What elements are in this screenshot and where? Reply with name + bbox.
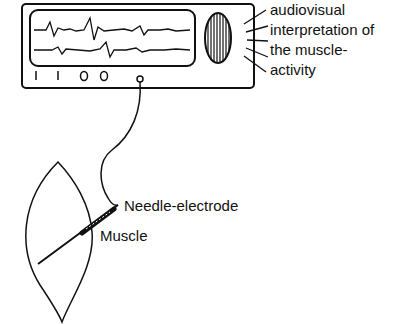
screen: [30, 10, 195, 66]
knob: [81, 72, 88, 81]
switch: [35, 71, 37, 80]
knob: [101, 72, 108, 81]
annotation-text: audiovisual interpretation of the muscle…: [270, 0, 382, 80]
needle-hub-detail: [86, 212, 110, 229]
socket: [137, 76, 143, 82]
muscle-outline: [26, 162, 92, 322]
wire: [101, 82, 140, 205]
signal-trace: [34, 42, 190, 57]
monitor-housing: [22, 4, 254, 88]
part-label: Muscle: [100, 226, 180, 246]
part-label: Needle-electrode: [124, 196, 264, 216]
switch: [57, 71, 59, 80]
signal-trace: [34, 18, 190, 40]
sound-lines: [244, 10, 268, 72]
speaker: [205, 13, 231, 63]
